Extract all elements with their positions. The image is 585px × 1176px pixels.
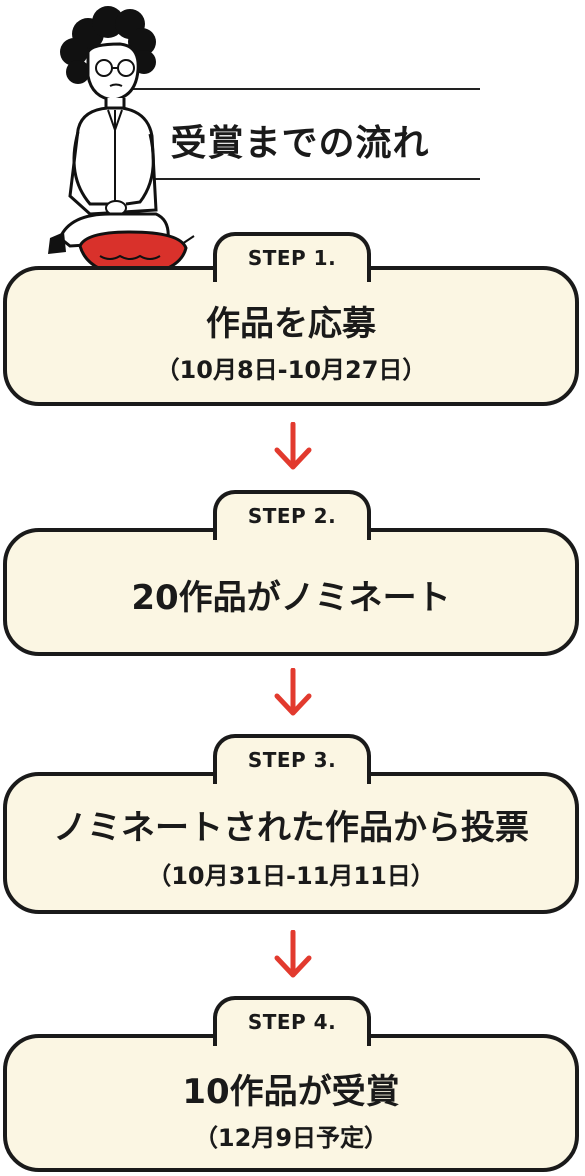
tab-joint xyxy=(217,278,367,286)
step-3-dates: （10月31日-11月11日） xyxy=(147,862,435,890)
step-4-label: STEP 4. xyxy=(213,996,371,1046)
step-2-title: 20作品がノミネート xyxy=(131,578,451,618)
step-4-box: 10作品が受賞 （12月9日予定） xyxy=(3,1034,579,1172)
step-1-title: 作品を応募 xyxy=(206,304,376,344)
step-1-dates: （10月8日-10月27日） xyxy=(155,356,427,384)
title-bottom-rule xyxy=(120,178,480,180)
step-1-box: 作品を応募 （10月8日-10月27日） xyxy=(3,266,579,406)
step-3-title: ノミネートされた作品から投票 xyxy=(53,808,529,848)
tab-joint xyxy=(217,536,367,544)
step-3-box: ノミネートされた作品から投票 （10月31日-11月11日） xyxy=(3,772,579,914)
page-title: 受賞までの流れ xyxy=(170,123,430,164)
down-arrow-icon xyxy=(274,930,312,978)
title-block: 受賞までの流れ xyxy=(120,88,480,180)
step-2-box: 20作品がノミネート xyxy=(3,528,579,656)
tab-joint xyxy=(217,1042,367,1050)
seated-person-illustration xyxy=(48,6,195,289)
step-4-date: （12月9日予定） xyxy=(193,1124,389,1152)
step-2-label: STEP 2. xyxy=(213,490,371,540)
step-4: STEP 4. 10作品が受賞 （12月9日予定） xyxy=(0,996,585,1174)
title-top-rule xyxy=(120,88,480,90)
down-arrow-icon xyxy=(274,668,312,716)
step-4-title: 10作品が受賞 xyxy=(182,1072,400,1112)
step-3-label: STEP 3. xyxy=(213,734,371,784)
step-3: STEP 3. ノミネートされた作品から投票 （10月31日-11月11日） xyxy=(0,734,585,914)
tab-joint xyxy=(217,780,367,788)
step-1-label: STEP 1. xyxy=(213,232,371,282)
step-1: STEP 1. 作品を応募 （10月8日-10月27日） xyxy=(0,232,585,408)
step-2: STEP 2. 20作品がノミネート xyxy=(0,490,585,656)
down-arrow-icon xyxy=(274,422,312,470)
